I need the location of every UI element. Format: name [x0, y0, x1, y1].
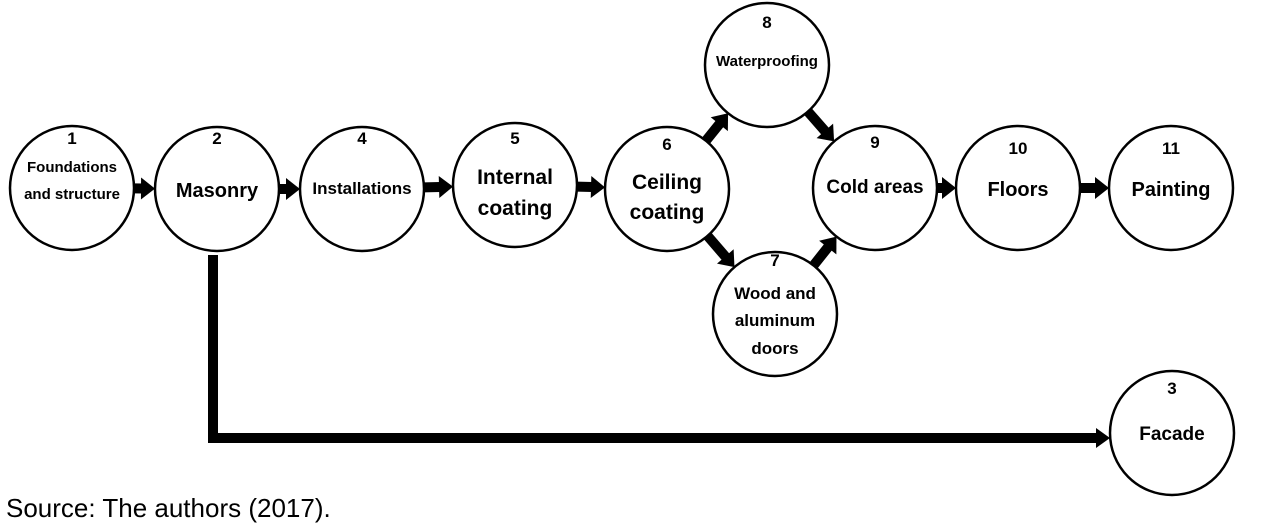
- node-label: Wood and: [734, 284, 816, 303]
- arrowhead: [1095, 177, 1109, 199]
- node-number: 10: [1009, 139, 1028, 158]
- node-label: doors: [751, 339, 798, 358]
- node-number: 3: [1167, 379, 1176, 398]
- edge-line: [814, 247, 829, 266]
- node-label: Installations: [312, 179, 411, 198]
- node-number: 2: [212, 129, 221, 148]
- node-number: 7: [770, 251, 779, 270]
- edge-line: [213, 255, 1098, 438]
- node-label: Masonry: [176, 180, 259, 202]
- node-number: 5: [510, 129, 519, 148]
- node-label: Foundations: [27, 159, 117, 176]
- arrowhead: [439, 176, 453, 198]
- edge-1-to-2: [134, 177, 155, 199]
- arrowhead: [591, 176, 605, 198]
- node-number: 11: [1162, 139, 1180, 158]
- node-label: Internal: [477, 166, 553, 189]
- edge-line: [706, 123, 720, 140]
- edge-6-to-7: [708, 236, 735, 267]
- edge-2-to-4: [279, 178, 300, 200]
- node-label: Waterproofing: [716, 53, 818, 70]
- edge-6-to-8: [706, 113, 728, 140]
- node-label: coating: [478, 197, 553, 220]
- node-label: Painting: [1132, 179, 1211, 201]
- node-label: aluminum: [735, 311, 815, 330]
- edge-line: [808, 112, 826, 132]
- edge-7-to-9: [814, 237, 837, 266]
- node-label: Ceiling: [632, 171, 702, 194]
- node-label: coating: [630, 201, 705, 224]
- arrowhead: [1096, 428, 1110, 448]
- node-number: 4: [357, 129, 367, 148]
- figure-caption: Source: The authors (2017).: [6, 493, 331, 524]
- arrowhead: [286, 178, 300, 200]
- node-number: 8: [762, 13, 771, 32]
- edge-2-to-3: [213, 255, 1110, 448]
- edge-9-to-10: [937, 177, 956, 199]
- node-label: Cold areas: [826, 177, 923, 198]
- edge-8-to-9: [808, 112, 834, 142]
- arrowhead: [141, 177, 155, 199]
- node-number: 1: [67, 129, 76, 148]
- node-label: Facade: [1139, 424, 1204, 445]
- edge-4-to-5: [424, 176, 453, 198]
- edge-line: [708, 236, 726, 257]
- edge-10-to-11: [1080, 177, 1109, 199]
- node-number: 9: [870, 133, 879, 152]
- node-label: and structure: [24, 186, 120, 203]
- node-label: Floors: [987, 179, 1048, 201]
- edge-5-to-6: [577, 176, 605, 198]
- arrowhead: [942, 177, 956, 199]
- node-number: 6: [662, 135, 671, 154]
